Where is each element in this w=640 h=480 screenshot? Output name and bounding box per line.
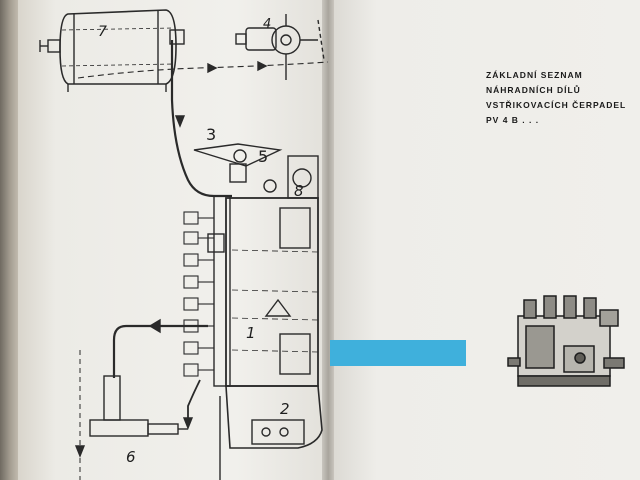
part-number-3: 3 [206, 125, 216, 144]
caption-line-4: PV 4 B . . . [486, 115, 540, 125]
caption-line-1: ZÁKLADNÍ SEZNAM [486, 70, 583, 80]
caption-block: ZÁKLADNÍ SEZNAM NÁHRADNÍCH DÍLŮ VSTŘIKOV… [486, 68, 626, 128]
caption-line-2: NÁHRADNÍCH DÍLŮ [486, 85, 581, 95]
pump-photo [507, 295, 625, 387]
injector-drawing [74, 350, 188, 480]
part-number-5: 5 [258, 147, 268, 166]
fuel-system-diagram: 7 4 3 5 8 1 2 6 [39, 9, 329, 480]
left-page [18, 0, 330, 480]
book-page-edges [0, 0, 22, 480]
injection-pump-drawing [207, 155, 319, 387]
part-number-4: 4 [263, 17, 271, 32]
part-number-8: 8 [294, 182, 304, 200]
hand-primer-drawing [193, 143, 283, 183]
part-number-7: 7 [98, 24, 107, 40]
part-number-2: 2 [280, 400, 290, 418]
part-number-1: 1 [246, 324, 256, 342]
accent-band [330, 340, 466, 366]
governor-drawing [219, 385, 323, 480]
caption-line-3: VSTŘIKOVACÍCH ČERPADEL [486, 100, 627, 110]
part-number-6: 6 [126, 448, 136, 466]
fuel-tank-drawing [39, 9, 185, 92]
delivery-valves-drawing [183, 211, 214, 377]
right-page [334, 0, 640, 480]
fuel-filter-drawing [235, 14, 325, 80]
